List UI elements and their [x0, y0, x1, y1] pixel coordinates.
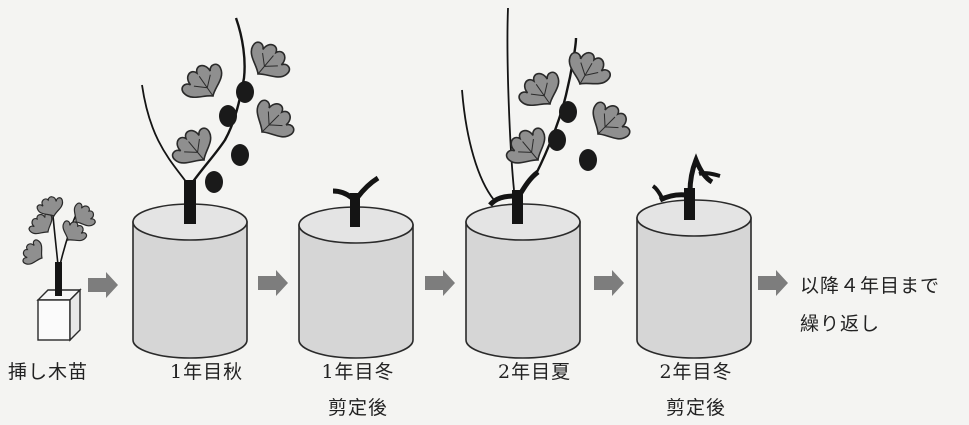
arrow-icon: [594, 270, 624, 296]
pot-y1-winter: [298, 206, 414, 359]
repeat-note-line2: 繰り返し: [800, 313, 881, 335]
pot-y2-winter: [636, 199, 752, 359]
arrow-icon: [88, 272, 118, 298]
stage-label-cutting: 挿し木苗: [8, 361, 89, 383]
stage-label-y2-winter: 2年目冬 剪定後: [648, 360, 744, 420]
stage-label-y1-autumn: 1年目秋: [170, 361, 244, 383]
repeat-note: 以降４年目まで 繰り返し: [800, 274, 940, 336]
arrow-icon: [425, 270, 455, 296]
tree-y1-autumn: [141, 17, 302, 224]
stage-label-y2-winter-sub: 剪定後: [665, 397, 726, 419]
tree-y2-summer: [461, 7, 638, 224]
repeat-note-line1: 以降４年目まで: [800, 275, 941, 297]
tree-y1-winter: [332, 175, 380, 227]
pot-y1-autumn: [132, 203, 248, 359]
tree-y2-winter: [651, 153, 721, 220]
stage-label-y2-winter-title: 2年目冬: [659, 361, 733, 383]
stage-label-y2-summer: 2年目夏: [498, 361, 572, 383]
arrow-icon: [258, 270, 288, 296]
arrow-icon: [758, 270, 788, 296]
stage-label-y1-winter-sub: 剪定後: [327, 397, 388, 419]
stage-label-y1-winter-title: 1年目冬: [321, 361, 395, 383]
pot-y2-summer: [465, 203, 581, 359]
stage-label-y1-winter: 1年目冬 剪定後: [310, 360, 406, 420]
cutting-seedling: [18, 192, 100, 342]
